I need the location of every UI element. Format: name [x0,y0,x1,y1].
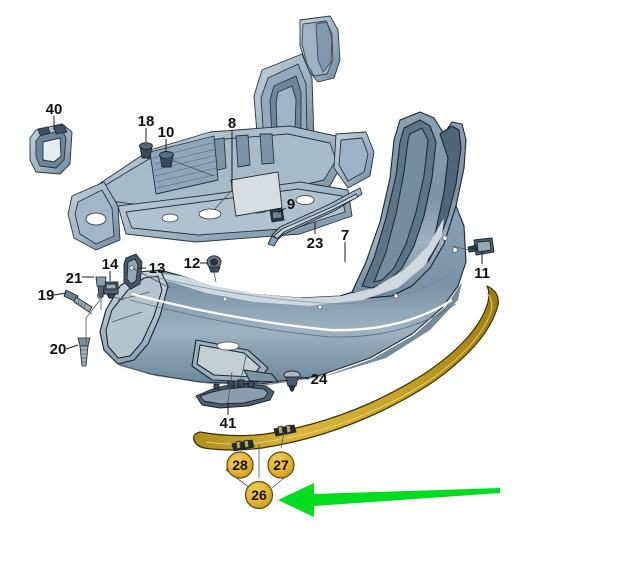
part-11-bracket [467,237,495,256]
callout-10: 10 [158,124,175,141]
callout-28-label: 28 [232,457,248,473]
part-26-decor-trim-strip-highlighted [193,285,499,451]
part-20-screw [77,337,91,367]
part-19-screw [63,289,93,313]
part-13-bracket [123,253,143,290]
callout-labels: 40 18 10 8 9 23 7 11 12 13 14 21 19 20 2… [38,101,490,432]
part-41-lower-trim [195,379,275,409]
callout-14: 14 [102,256,119,273]
part-40-bracket [29,123,73,175]
callout-12: 12 [184,255,201,272]
callout-7: 7 [341,227,349,244]
callout-18: 18 [138,113,155,130]
callout-21: 21 [66,270,83,287]
part-28-clip [231,439,255,452]
part-8-bumper-carrier [67,15,375,251]
part-24-rivet [283,370,301,392]
leader-lines [53,116,483,415]
callout-8: 8 [228,115,236,132]
callout-40: 40 [46,101,63,118]
part-12-clip [206,255,222,273]
part-18-clip [139,142,153,159]
callout-bubble-26: 26 [244,480,274,510]
callout-19: 19 [38,287,55,304]
part-23-guide-rail [267,187,363,247]
callout-bubble-28: 28 [226,451,254,479]
callout-26-label: 26 [251,487,267,503]
callout-9: 9 [287,196,295,213]
part-27-clip [273,424,297,437]
callout-23: 23 [307,235,324,252]
callout-13: 13 [149,260,166,277]
callout-27-label: 27 [273,457,289,473]
green-pointer-arrow [278,483,500,517]
callout-20: 20 [50,341,67,358]
callout-11: 11 [474,265,490,282]
part-10-clip [159,151,174,168]
callout-bubble-27: 27 [267,451,295,479]
callout-41: 41 [220,415,237,432]
callout-24: 24 [311,371,328,388]
